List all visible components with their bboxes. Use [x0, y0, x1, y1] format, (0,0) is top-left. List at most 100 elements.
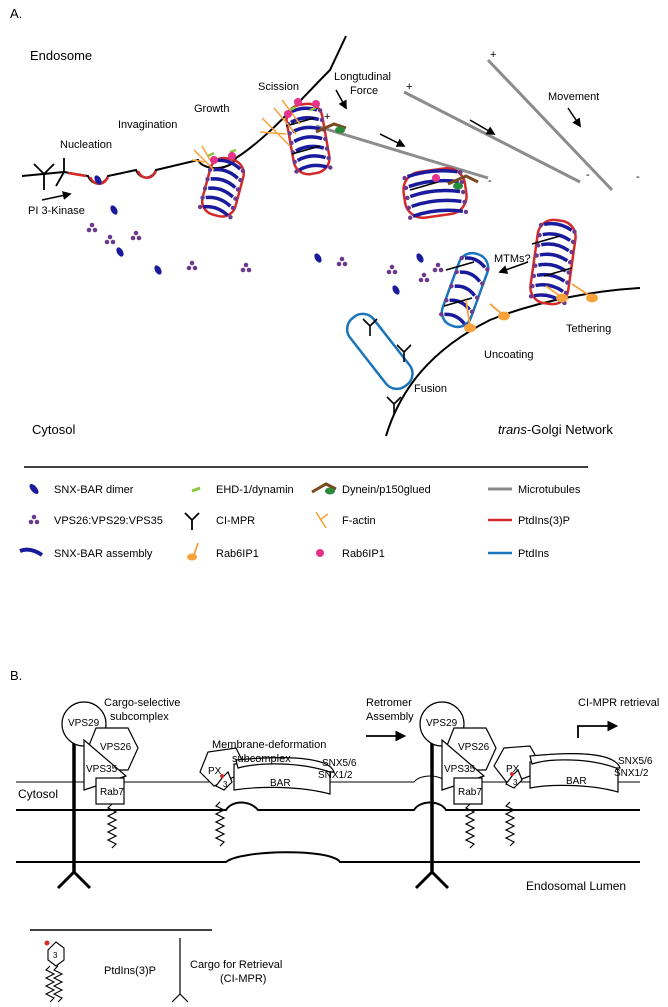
vps-trimer-icon	[28, 514, 40, 525]
legend-label: Rab6IP1	[216, 548, 259, 560]
vps29-label: VPS29	[426, 718, 458, 729]
snx-bar-dimer	[116, 247, 124, 257]
snx-bar-dimer	[154, 265, 162, 275]
legend-label: SNX-BAR assembly	[54, 548, 153, 560]
f-actin	[191, 99, 301, 171]
ci-mpr-receptor	[396, 344, 412, 362]
vps35-label: VPS35	[444, 764, 476, 775]
nucleation-label: Nucleation	[60, 139, 112, 151]
ci-mpr-receptor	[543, 267, 573, 277]
cargo-receptor-icon	[171, 938, 189, 1003]
invagination-label: Invagination	[118, 119, 177, 131]
membrane-top	[16, 801, 640, 811]
ptdins3p-lipid-icon	[44, 941, 65, 1003]
rab6ip1-dots	[210, 98, 440, 182]
vps35-label: VPS35	[86, 764, 118, 775]
vps-trimer	[104, 234, 116, 245]
rab6ip1-lollipop	[464, 283, 598, 333]
plus-sign: +	[324, 111, 330, 123]
cargo-selective-label-1: Cargo-selective	[104, 697, 180, 709]
retrieval-arrow	[577, 720, 619, 738]
legend-label: F-actin	[342, 515, 376, 527]
legend-label: Microtubules	[518, 484, 581, 496]
legend-label: SNX-BAR dimer	[54, 484, 134, 496]
legend-label: CI-MPR	[216, 515, 255, 527]
retromer-right	[414, 701, 621, 890]
legend-label: PtdIns	[518, 548, 550, 560]
snx-bar-assembly-icon	[19, 547, 44, 557]
ehd1-dynamin	[207, 105, 317, 158]
membrane-deformation-label-2: subcomplex	[232, 753, 291, 765]
snx12-label: SNX1/2	[614, 768, 649, 779]
bar-label: BAR	[270, 778, 291, 789]
snx12-label: SNX1/2	[318, 770, 353, 781]
snx-bar-dimer	[416, 253, 424, 263]
panel-b-label: B.	[10, 668, 22, 683]
snx-bar-assembly-coil	[528, 221, 577, 306]
vps29-label: VPS29	[68, 718, 100, 729]
legend-b-ptdins3p: PtdIns(3)P	[104, 965, 156, 977]
snx-bar-dimer	[94, 175, 102, 185]
vps-trimer	[28, 514, 40, 525]
phosphate-dot	[220, 774, 224, 778]
vps-trimer	[418, 272, 430, 283]
vps-trimer	[336, 256, 348, 267]
vps-trimer	[186, 260, 198, 271]
dynein-icon	[311, 482, 337, 495]
retromer-left	[56, 701, 139, 890]
snx-bar-dimer	[314, 253, 322, 263]
bar-label: BAR	[566, 776, 587, 787]
tgn-membrane	[385, 287, 641, 437]
snx56-label: SNX5/6	[618, 756, 653, 767]
fusion-label: Fusion	[414, 383, 447, 395]
legend-label: VPS26:VPS29:VPS35	[54, 515, 163, 527]
three-label: 3	[223, 780, 228, 789]
ci-mpr-receptor	[386, 396, 402, 414]
cytosol-label: Cytosol	[32, 422, 75, 437]
movement-label: Movement	[548, 91, 599, 103]
ci-mpr-receptor	[443, 297, 473, 307]
snx-bar-assembly-coil	[402, 168, 469, 220]
minus-sign: -	[586, 169, 590, 181]
legend-b-cargo-2: (CI-MPR)	[220, 973, 266, 985]
arrows-panel-a	[41, 89, 581, 274]
snx-bar-middle	[199, 747, 335, 847]
snx56-label: SNX5/6	[322, 758, 357, 769]
vps-trimer	[130, 230, 142, 241]
ci-mpr-receptor	[445, 261, 475, 271]
legend-b-cargo-1: Cargo for Retrieval	[190, 959, 282, 971]
rab7-label: Rab7	[458, 787, 482, 798]
minus-sign: -	[636, 171, 640, 183]
vps26-label: VPS26	[458, 742, 490, 753]
legend-three: 3	[53, 951, 58, 960]
tubule-uncoating	[440, 251, 490, 329]
tgn-label-italic: trans	[498, 422, 527, 437]
snx-bar-dimer	[110, 205, 118, 215]
px-label: PX	[208, 766, 222, 777]
ci-mpr-retrieval-label: CI-MPR retrieval	[578, 697, 659, 709]
ci-mpr-icon	[184, 512, 200, 530]
microtubule	[403, 90, 581, 184]
scission-label: Scission	[258, 81, 299, 93]
snx-bar-coils	[197, 106, 577, 414]
retromer-label-1: Retromer	[366, 697, 412, 709]
tethering-label: Tethering	[566, 323, 611, 335]
vps-trimer	[86, 222, 98, 233]
tubule-fusion	[345, 312, 414, 391]
ci-mpr-receptor	[531, 235, 561, 245]
ptdins3p-patch	[67, 171, 87, 178]
pi3kinase-label: PI 3-Kinase	[28, 205, 85, 217]
tubule-tethering	[529, 218, 577, 306]
dynein	[315, 122, 479, 190]
ptdins3p-patch	[136, 170, 158, 179]
uncoating-label: Uncoating	[484, 349, 534, 361]
legend-label: Rab6IP1	[342, 548, 385, 560]
vps26-label: VPS26	[100, 742, 132, 753]
ci-mpr-receptor	[285, 117, 315, 127]
minus-sign: -	[488, 175, 492, 187]
legend-label: EHD-1/dynamin	[216, 484, 294, 496]
three-label: 3	[513, 778, 518, 787]
legend-label: PtdIns(3)P	[518, 515, 570, 527]
